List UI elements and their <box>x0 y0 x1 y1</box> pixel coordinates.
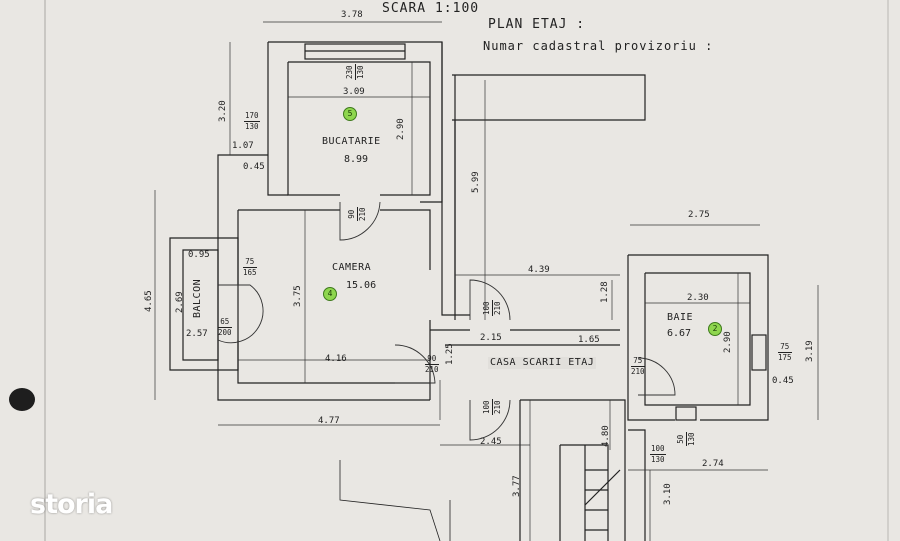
bath-door-swing <box>637 357 676 396</box>
dim-stair-f: 3.77 <box>512 475 522 497</box>
dim-kitchen-width: 3.09 <box>343 87 365 97</box>
room-name-camera: CAMERA <box>332 262 372 273</box>
dim-camera-width: 4.16 <box>325 354 347 364</box>
dim-left-height: 3.20 <box>218 100 228 122</box>
dim-stair-c: 1.65 <box>578 335 600 345</box>
room-area-bucatarie: 8.99 <box>344 154 369 165</box>
balcony-inner <box>182 249 219 361</box>
dim-bath-bottom: 2.74 <box>702 459 724 469</box>
scale-label: SCARA 1:100 <box>382 1 480 16</box>
storia-logo: storia <box>30 489 113 520</box>
kitchen-door-swing <box>339 201 381 241</box>
plan-title: PLAN ETAJ : <box>488 17 586 32</box>
dim-bath-outer: 2.75 <box>688 210 710 220</box>
dim-bath-inner: 2.30 <box>687 293 709 303</box>
balcony-door-swing <box>217 284 264 344</box>
bath-window <box>751 334 767 371</box>
dim-stair-d: 1.25 <box>445 343 455 365</box>
dim-bottom-width: 4.77 <box>318 416 340 426</box>
room-name-baie: BAIE <box>667 312 694 323</box>
room-name-balcon: BALCON <box>192 278 203 318</box>
dim-stair-g: 4.80 <box>601 425 611 447</box>
upper-right-annex <box>452 74 646 121</box>
dim-corridor: 5.99 <box>471 171 481 193</box>
kitchen-inner-wall <box>287 61 431 196</box>
room-area-camera: 15.06 <box>346 280 377 291</box>
corridor-wall <box>441 42 470 316</box>
camera-door-swing <box>394 344 436 384</box>
dim-balcony-b: 2.57 <box>186 329 208 339</box>
room-badge-bucatarie: 5 <box>343 107 357 121</box>
dim-outer-left: 4.65 <box>144 290 154 312</box>
stair-door2-swing <box>469 399 511 441</box>
dim-bath-right: 3.19 <box>805 340 815 362</box>
bath-outer-wall <box>627 254 769 421</box>
stair-hall-wall <box>429 329 626 541</box>
stair-door-swing <box>469 279 511 321</box>
cadastral-label: Numar cadastral provizoriu : <box>483 39 714 53</box>
dim-camera-depth: 3.75 <box>293 285 303 307</box>
bath-inner-wall <box>644 272 751 406</box>
dim-balcony-width: 0.95 <box>188 250 210 260</box>
balcony-outline <box>169 237 239 371</box>
room-badge-baie: 2 <box>708 322 722 336</box>
dim-mid-span: 4.39 <box>528 265 550 275</box>
dim-stair-e: 2.45 <box>480 437 502 447</box>
room-badge-camera: 4 <box>323 287 337 301</box>
punch-hole <box>9 388 35 411</box>
staircase <box>559 444 609 541</box>
room-name-casa-scarii: CASA SCARII ETAJ <box>488 357 597 369</box>
dim-stair-h: 3.10 <box>663 483 673 505</box>
dim-bath-step: 0.45 <box>772 376 794 386</box>
bath-window-bottom <box>675 406 697 421</box>
dim-balcony-length: 2.69 <box>175 291 185 313</box>
room-name-bucatarie: BUCATARIE <box>322 136 381 147</box>
dim-top-width: 3.78 <box>341 10 363 20</box>
room-area-baie: 6.67 <box>667 328 692 339</box>
dim-step-a: 1.07 <box>232 141 254 151</box>
dim-stair-a: 1.28 <box>600 281 610 303</box>
left-outer-wall <box>217 154 430 401</box>
dim-step-b: 0.45 <box>243 162 265 172</box>
dim-stair-b: 2.15 <box>480 333 502 343</box>
dim-kitchen-depth: 2.90 <box>396 118 406 140</box>
dim-bath-depth: 2.90 <box>723 331 733 353</box>
